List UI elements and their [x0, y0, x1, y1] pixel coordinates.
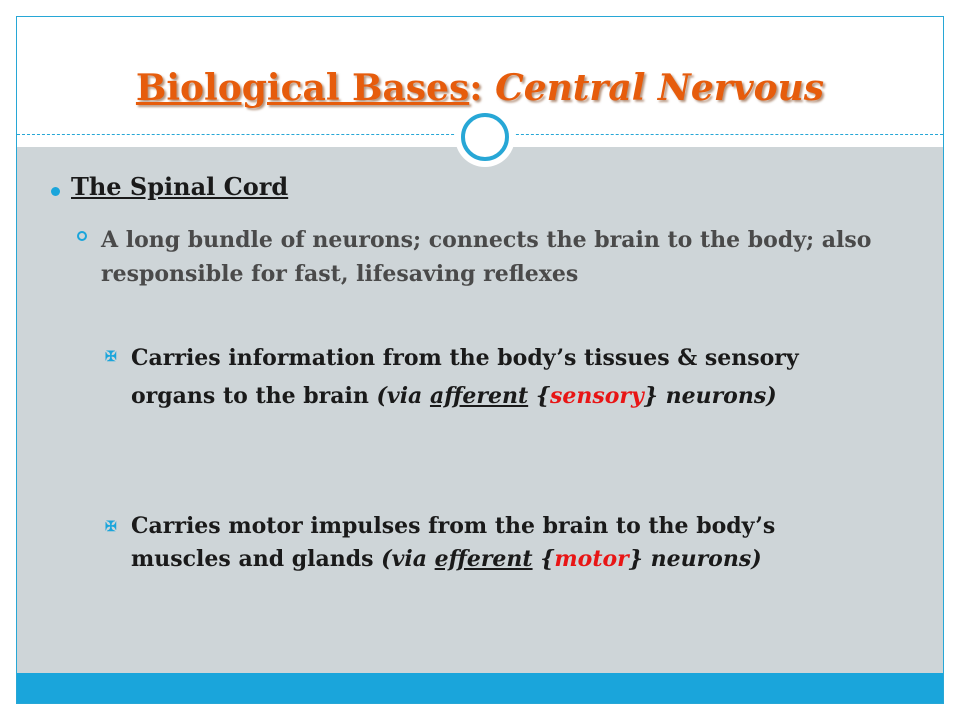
filled-circle-bullet-icon — [51, 187, 60, 196]
slide-frame: Biological Bases: Central Nervous The Sp… — [16, 16, 944, 704]
bullet-afferent-paren: (via afferent {sensory} neurons) — [377, 383, 777, 409]
ring-ornament-icon — [461, 113, 509, 161]
bullet-efferent: Carries motor impulses from the brain to… — [131, 510, 871, 576]
bullet-afferent-via: (via — [376, 383, 430, 409]
pinwheel-bullet-icon: ✠ — [105, 349, 117, 365]
bullet-efferent-text: Carries motor impulses from the brain to… — [131, 513, 776, 572]
heading-text: The Spinal Cord — [71, 172, 289, 201]
efferent-term: efferent — [434, 546, 533, 572]
bullet-afferent: Carries information from the body’s tiss… — [131, 339, 871, 415]
sensory-term: sensory — [549, 383, 644, 409]
bullet-afferent-text: Carries information from the body’s tiss… — [131, 345, 799, 409]
bullet-efferent-brace-open: { — [532, 546, 555, 572]
bullet-afferent-brace-close: } neurons) — [643, 383, 777, 409]
bullet-efferent-brace-close: } neurons) — [628, 546, 762, 572]
title-part2: Central Nervous — [482, 67, 825, 109]
bullet-efferent-via: (via — [381, 546, 435, 572]
slide-title: Biological Bases: Central Nervous — [17, 67, 943, 109]
bullet-efferent-paren: (via efferent {motor} neurons) — [381, 546, 761, 572]
afferent-term: afferent — [429, 383, 529, 409]
footer-bar — [17, 673, 943, 703]
title-area: Biological Bases: Central Nervous — [17, 17, 943, 135]
hollow-circle-bullet-icon — [77, 231, 87, 241]
content-panel — [17, 147, 943, 673]
pinwheel-bullet-icon: ✠ — [105, 519, 117, 535]
sub-item-description: A long bundle of neurons; connects the b… — [101, 227, 872, 287]
heading-spinal-cord: The Spinal Cord — [71, 172, 288, 201]
title-colon: : — [469, 67, 483, 109]
motor-term: motor — [554, 546, 629, 572]
title-part1: Biological Bases — [135, 67, 470, 109]
bullet-afferent-brace-open: { — [528, 383, 550, 409]
